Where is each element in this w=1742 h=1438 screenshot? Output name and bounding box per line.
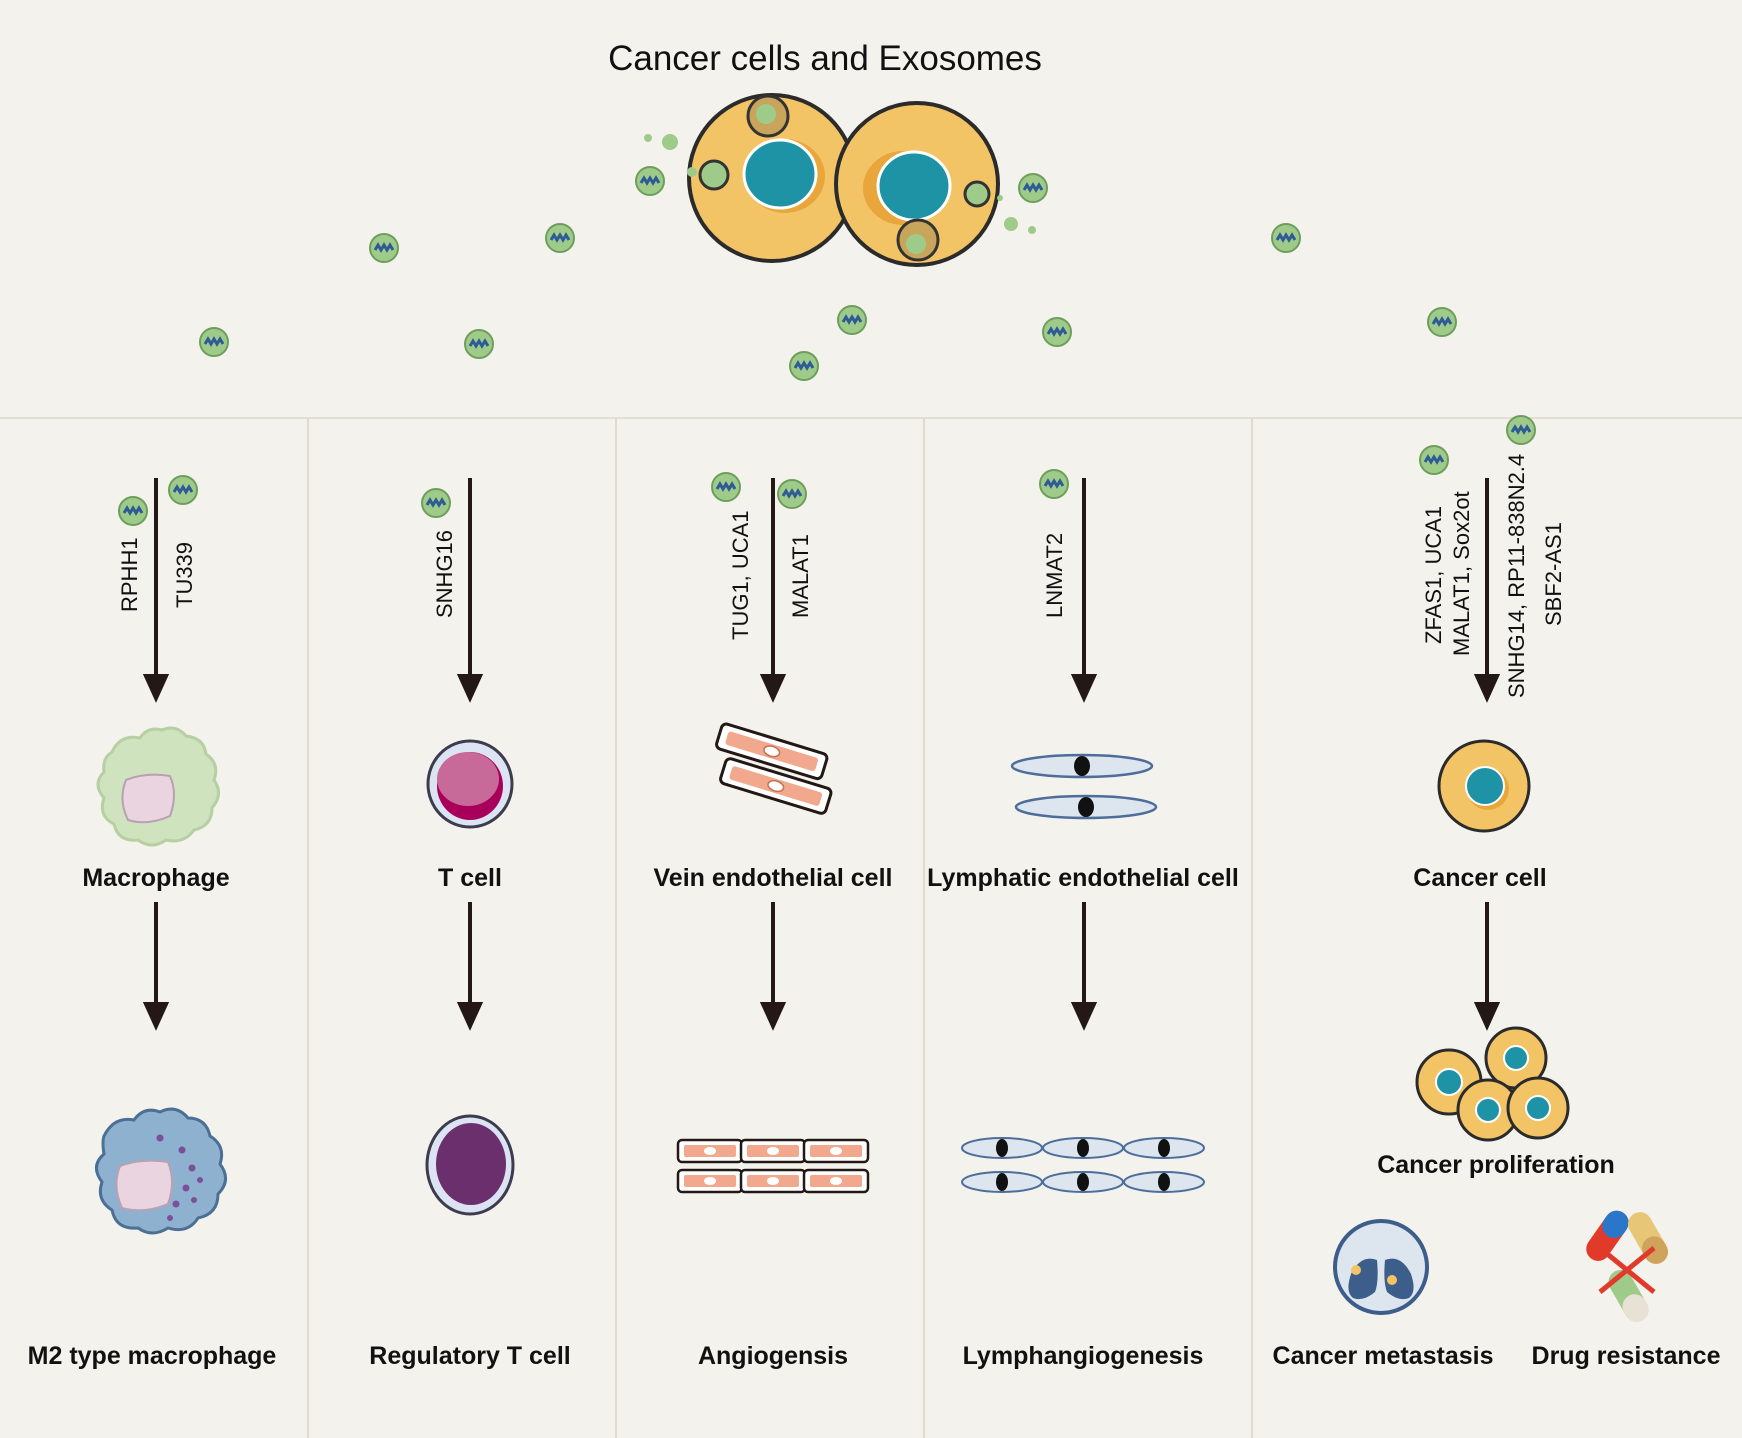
cell-label: Cancer cell [1413, 864, 1546, 892]
lncrna-label: SNHG16 [432, 530, 457, 618]
cancer-cell-icon [1437, 739, 1531, 833]
macrophage-icon [96, 726, 220, 847]
t-cell-icon [426, 739, 514, 829]
cell-label: T cell [438, 864, 502, 892]
outcome-label: Drug resistance [1532, 1342, 1721, 1370]
vein-endothelial-icon [715, 722, 833, 815]
diagram-title: Cancer cells and Exosomes [608, 39, 1042, 78]
arrows [142, 478, 1501, 1031]
arrow-exosomes [117, 414, 1537, 527]
lncrna-label: SBF2-AS1 [1541, 522, 1566, 626]
drug-resistance-icon [1586, 1210, 1668, 1322]
outcome-label: M2 type macrophage [28, 1342, 277, 1370]
intermediate-label: Cancer proliferation [1377, 1151, 1615, 1179]
outcome-label: Cancer metastasis [1273, 1342, 1494, 1370]
lncrna-label: ZFAS1, UCA1 [1421, 506, 1446, 644]
cell-label: Vein endothelial cell [654, 864, 893, 892]
lncrna-label: RPHH1 [117, 537, 142, 612]
lncrna-label: MALAT1 [788, 534, 813, 618]
cell-labels: Macrophage T cell Vein endothelial cell … [82, 864, 1614, 1179]
lncrna-label: MALAT1, Sox2ot [1449, 491, 1474, 656]
outcome-labels: M2 type macrophage Regulatory T cell Ang… [28, 1342, 1721, 1370]
outcome-label: Angiogensis [698, 1342, 848, 1370]
cancer-proliferation-icon [1415, 1026, 1570, 1142]
column-dividers [307, 418, 1253, 1438]
outcome-label: Lymphangiogenesis [963, 1342, 1204, 1370]
cell-label: Macrophage [82, 864, 229, 892]
m2-macrophage-icon [95, 1107, 227, 1235]
cancer-cells-pair [644, 93, 1036, 267]
angiogenesis-icon [676, 1138, 870, 1194]
regulatory-t-cell-icon [425, 1114, 515, 1216]
outcome-label: Regulatory T cell [369, 1342, 570, 1370]
lungs-icon [1333, 1219, 1429, 1315]
lncrna-label: LNMAT2 [1042, 533, 1067, 618]
lncrna-labels: RPHH1 TU339 SNHG16 TUG1, UCA1 MALAT1 LNM… [117, 454, 1566, 698]
cell-label: Lymphatic endothelial cell [927, 864, 1239, 892]
lymphatic-endothelial-icon [1010, 753, 1158, 820]
lncrna-label: TUG1, UCA1 [728, 510, 753, 640]
lncrna-label: TU339 [172, 542, 197, 608]
lncrna-label: SNHG14, RP11-838N2.4 [1504, 454, 1529, 698]
lymphangiogenesis-icon [961, 1137, 1205, 1193]
